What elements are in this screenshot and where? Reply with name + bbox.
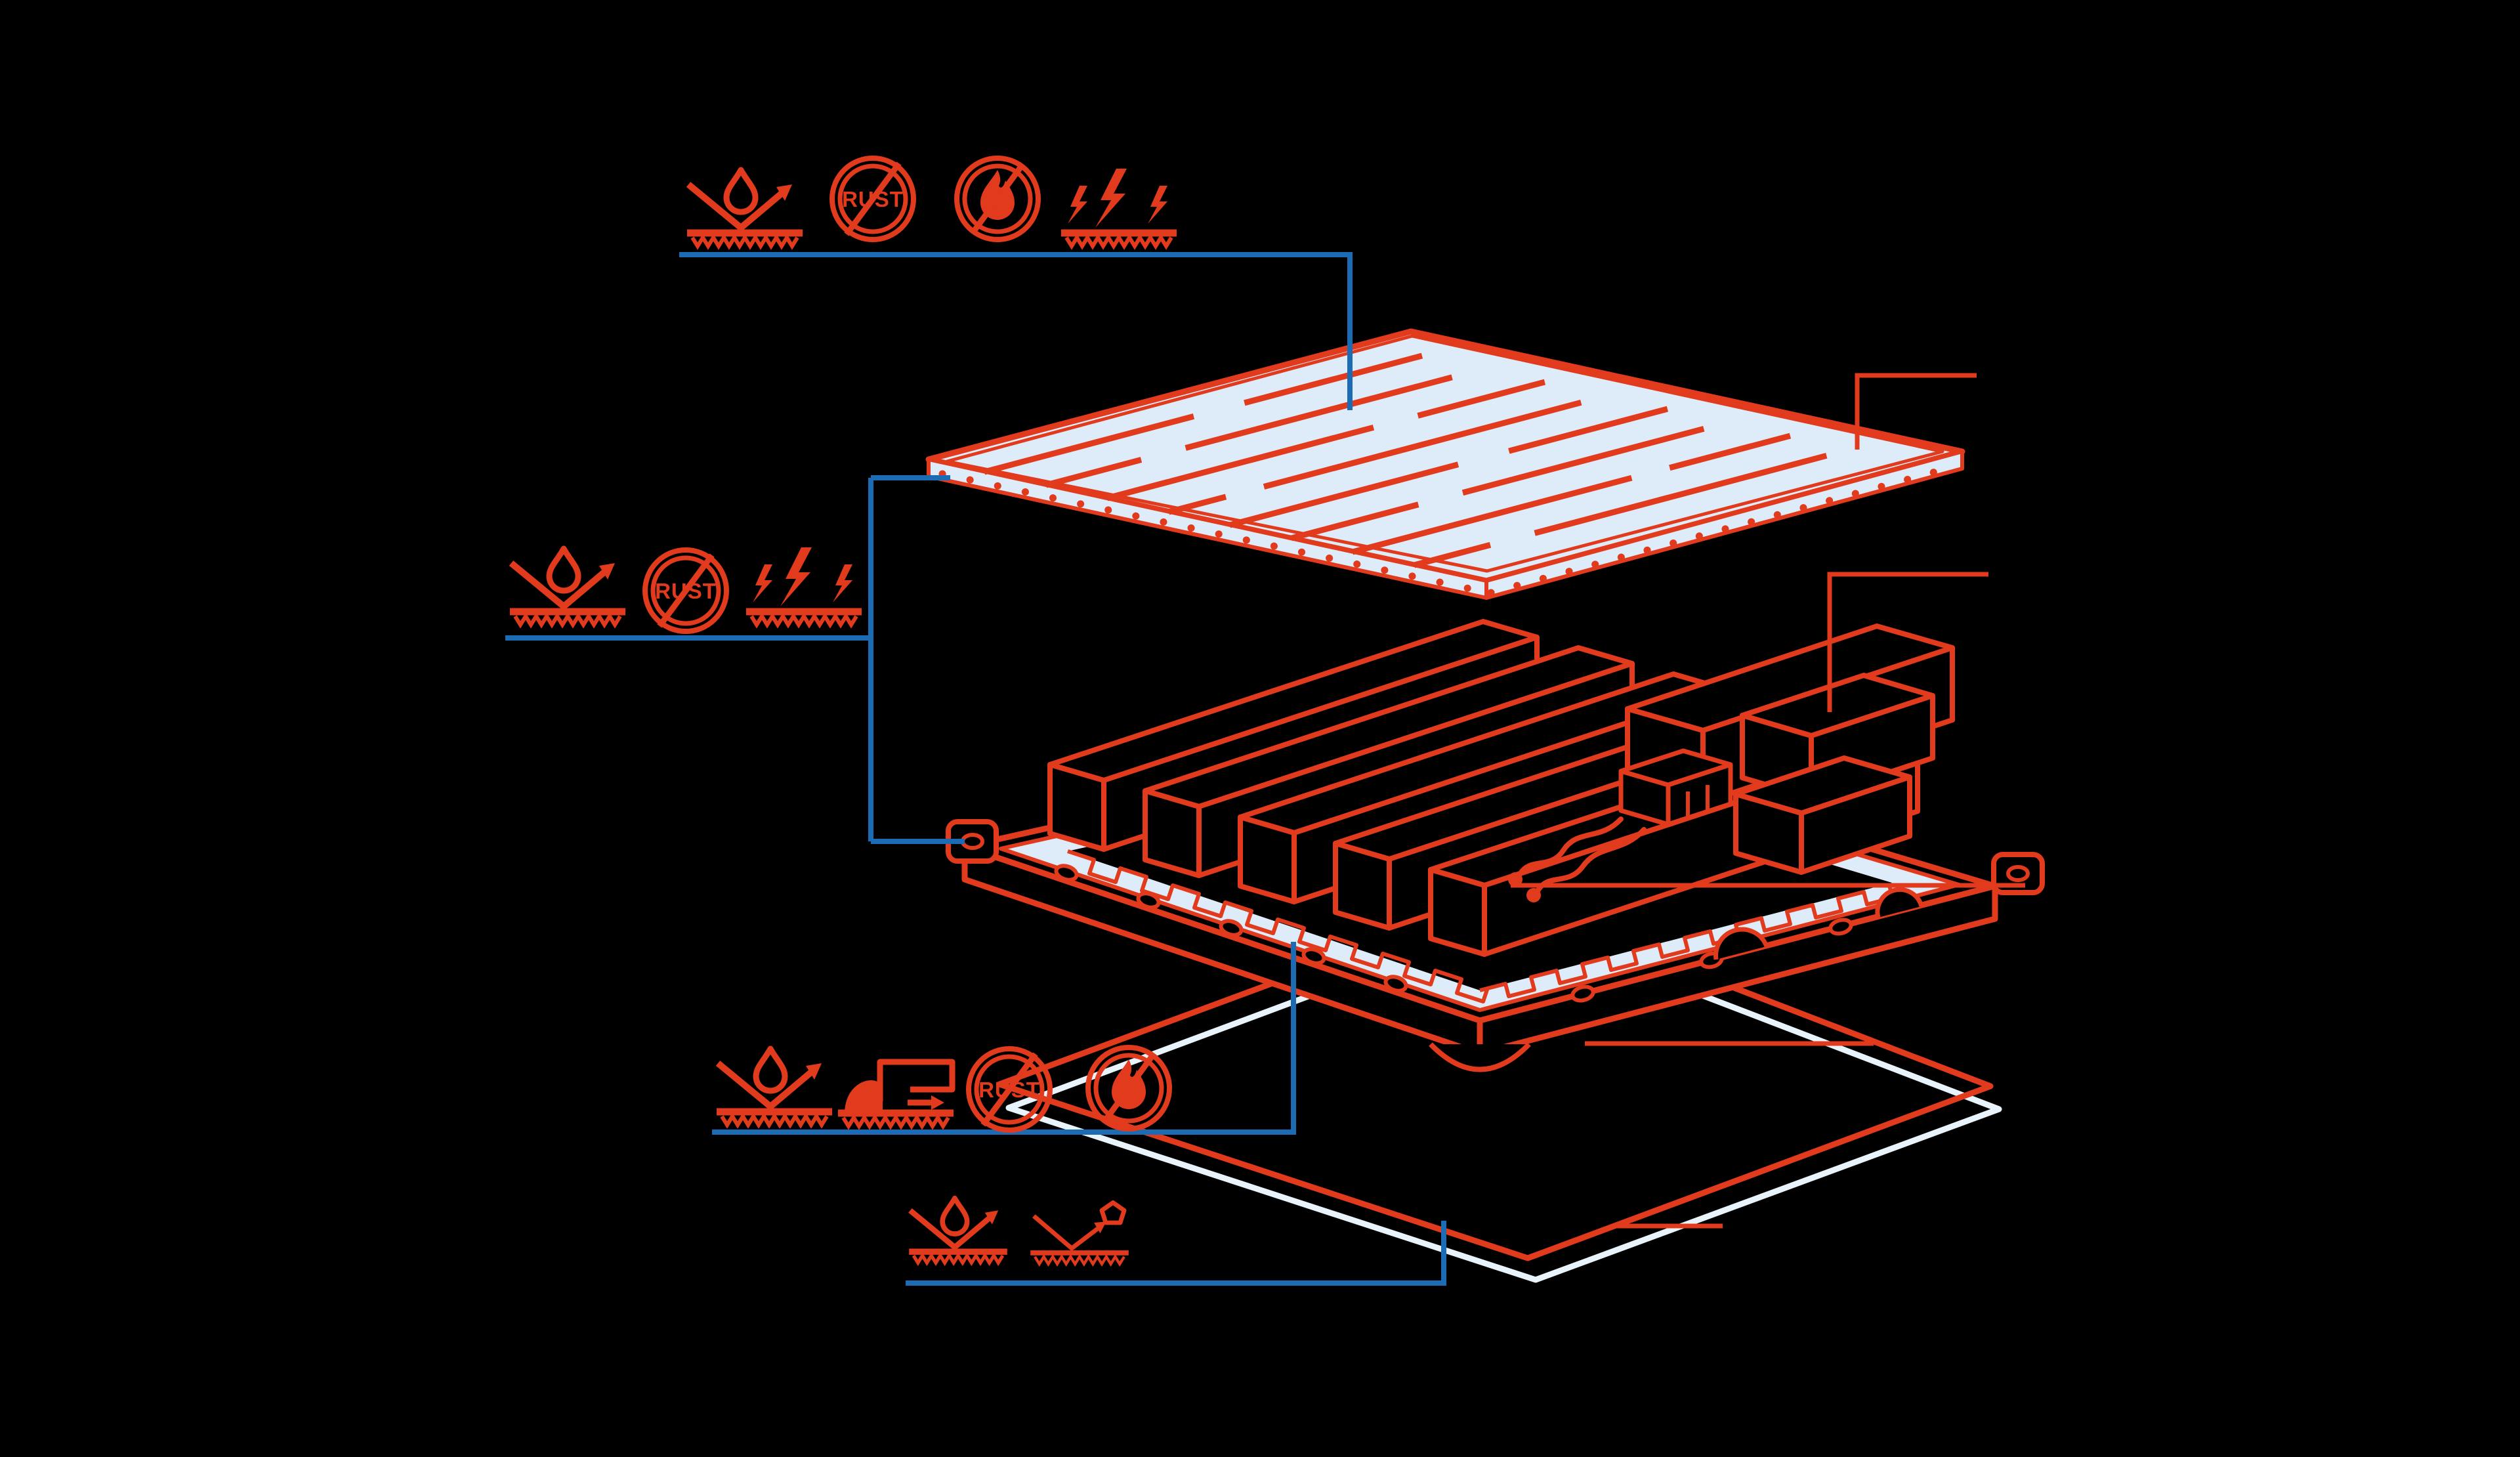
bracket-group-2 bbox=[505, 475, 965, 844]
tray-edge-notch-2 bbox=[1875, 887, 1924, 918]
top-cover-edge-se bbox=[1484, 450, 1964, 600]
no-rust-icon bbox=[832, 158, 914, 240]
tray-bolt-holes bbox=[1054, 864, 1853, 1003]
leader-top-cover bbox=[1855, 373, 1977, 450]
no-fire-icon bbox=[957, 158, 1038, 240]
bracket-group-4 bbox=[906, 1221, 1446, 1286]
stone-chip-icon bbox=[1030, 1202, 1129, 1264]
tray-scallop-notch bbox=[1429, 1042, 1531, 1072]
top-cover-layer bbox=[925, 328, 1965, 600]
water-repellent-icon bbox=[909, 1198, 1007, 1263]
wiring-harness bbox=[1508, 816, 1647, 902]
tray-side-se bbox=[1477, 883, 1998, 1057]
tray-gasket-zigzag-sw bbox=[1067, 849, 1490, 1003]
bms-control-unit bbox=[1618, 748, 1733, 827]
tray-corner-tabs bbox=[946, 819, 2045, 895]
battery-module-short bbox=[1733, 755, 1912, 875]
anti-static-icon bbox=[746, 547, 862, 625]
water-repellent-icon bbox=[510, 549, 625, 625]
no-fire-icon bbox=[1088, 1047, 1169, 1129]
icon-group-cover-seal bbox=[510, 547, 862, 631]
top-cover-face bbox=[925, 328, 1965, 584]
water-repellent-icon bbox=[717, 1049, 832, 1125]
icon-group-tray bbox=[717, 1047, 1169, 1130]
leader-modules bbox=[1827, 572, 1988, 712]
bracket-group-3 bbox=[712, 942, 1296, 1135]
top-cover-perforations bbox=[1487, 462, 1961, 597]
anti-static-icon bbox=[1061, 169, 1177, 246]
tray-edge-notch bbox=[1713, 927, 1769, 960]
no-rust-icon bbox=[645, 550, 726, 631]
impact-resistant-icon bbox=[838, 1062, 954, 1126]
bracket-group-1 bbox=[679, 252, 1353, 410]
battery-modules-layer bbox=[1047, 619, 1955, 957]
icon-group-top-cover bbox=[687, 158, 1177, 246]
icon-group-underbody bbox=[909, 1198, 1129, 1264]
water-repellent-icon bbox=[687, 170, 803, 246]
tray-gasket-zigzag-se bbox=[1479, 885, 1895, 998]
top-cover-stripes bbox=[983, 341, 1898, 568]
no-rust-icon bbox=[969, 1049, 1050, 1130]
